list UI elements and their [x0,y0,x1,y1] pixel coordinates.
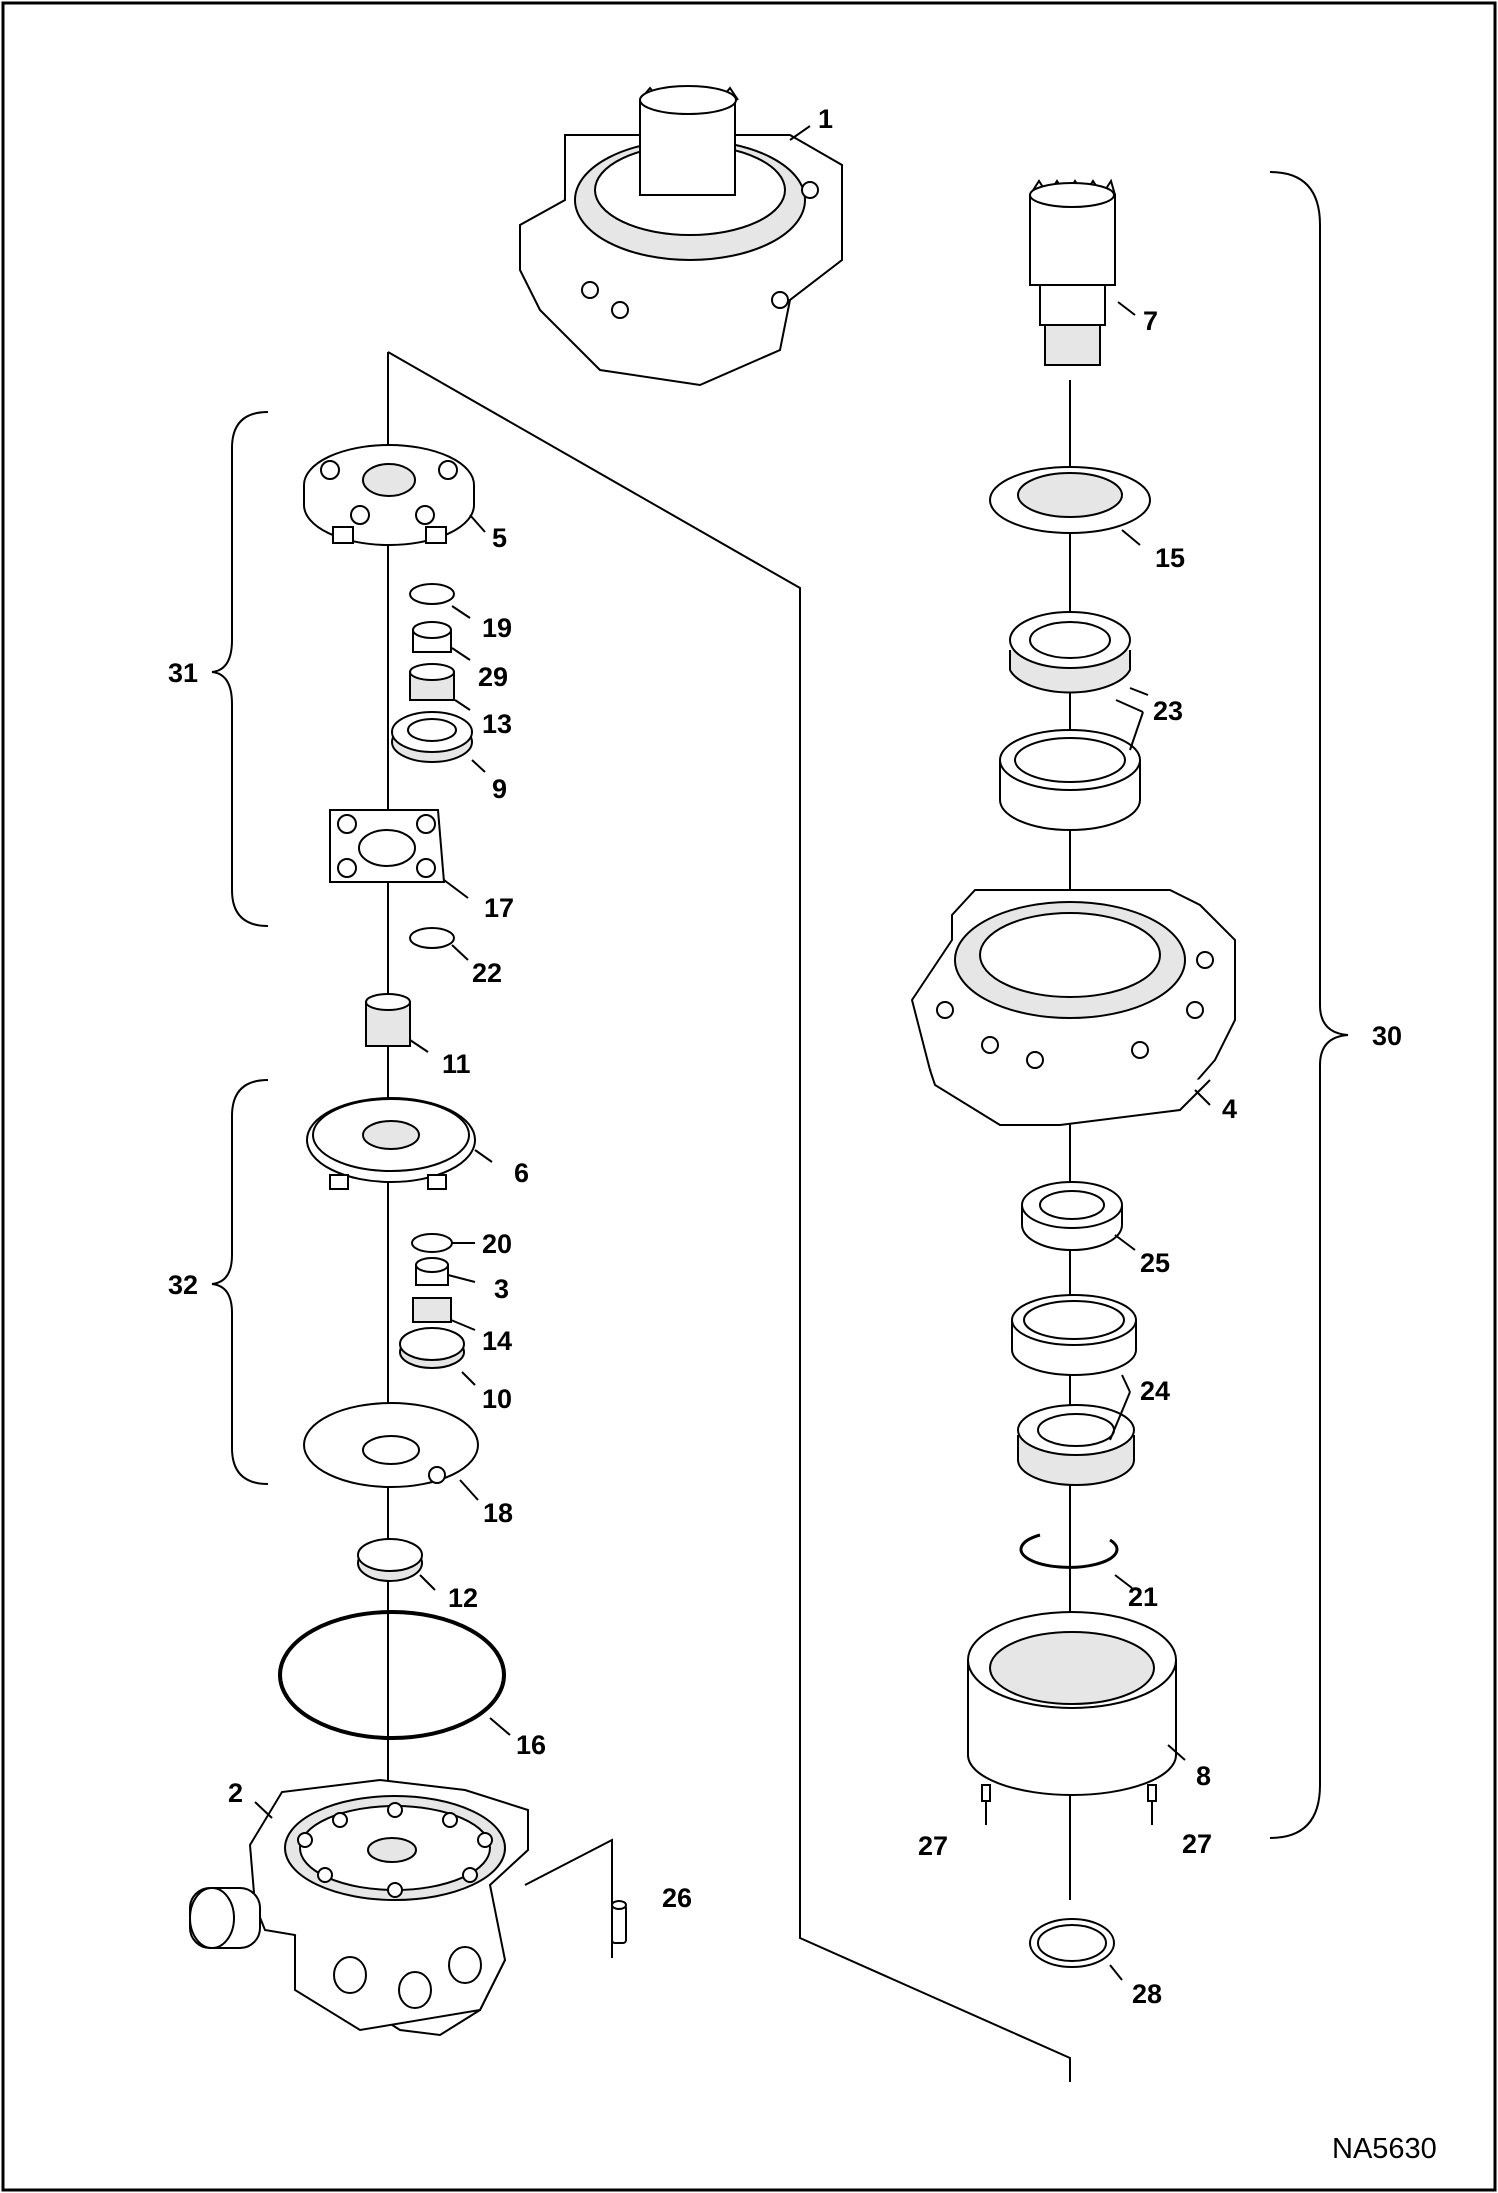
part-7-shaft [1029,178,1116,366]
part-14-bearing [412,1297,452,1323]
callout-15: 15 [1155,543,1185,573]
brace-group-31 [211,411,269,927]
callout-9: 9 [492,774,507,804]
callout-12: 12 [448,1583,478,1613]
callout-20: 20 [482,1229,512,1259]
callout-7: 7 [1143,306,1158,336]
part-2-motor [189,1778,529,2037]
callout-5: 5 [492,523,507,553]
part-4-housing [910,889,1236,1126]
callout-13: 13 [482,709,512,739]
callout-3: 3 [494,1274,509,1304]
callout-1: 1 [818,104,833,134]
part-21-snap-ring [1019,1533,1119,1569]
part-1-housing [519,85,843,387]
drawing-code: NA5630 [1332,2133,1437,2165]
part-6-carrier [303,1097,479,1582]
callout-11: 11 [442,1049,471,1079]
callout-10: 10 [482,1384,512,1414]
callout-25: 25 [1140,1248,1170,1278]
callout-24: 24 [1140,1376,1170,1406]
brace-group-32 [211,1079,269,1485]
part-26-bolt [611,1900,627,1944]
callout-labels: 1 2 3 4 5 6 7 8 9 10 11 12 13 14 15 16 1… [168,104,1437,2165]
callout-29: 29 [478,662,508,692]
part-11-gear [365,1001,411,1047]
callout-2: 2 [228,1778,243,1808]
callout-18: 18 [483,1498,513,1528]
callout-32: 32 [168,1270,198,1300]
callout-16: 16 [516,1730,546,1760]
callout-30: 30 [1372,1021,1402,1051]
callout-27-right: 27 [1182,1829,1212,1859]
group-braces [211,171,1349,1839]
part-20-washer [411,1233,453,1253]
callout-31: 31 [168,658,198,688]
brace-group-30 [1269,171,1349,1839]
part-16-o-ring [278,1610,506,1740]
lower-right-parts [967,1181,1177,1968]
callout-26: 26 [662,1883,692,1913]
callout-21: 21 [1128,1582,1158,1612]
callout-22: 22 [472,958,502,988]
part-19-washer [409,583,455,605]
callout-4: 4 [1222,1094,1237,1124]
callout-14: 14 [482,1326,512,1356]
callout-6: 6 [514,1158,529,1188]
part-22-ring [409,927,455,949]
callout-17: 17 [484,893,514,923]
left-stack-parts [329,583,473,1047]
callout-28: 28 [1132,1979,1162,2009]
callout-19: 19 [482,613,512,643]
right-stack-parts [989,466,1151,831]
callout-27-left: 27 [918,1831,948,1861]
callout-23: 23 [1153,696,1183,726]
part-5-carrier [303,444,475,546]
callout-8: 8 [1196,1761,1211,1791]
leader-lines [254,125,1211,1981]
